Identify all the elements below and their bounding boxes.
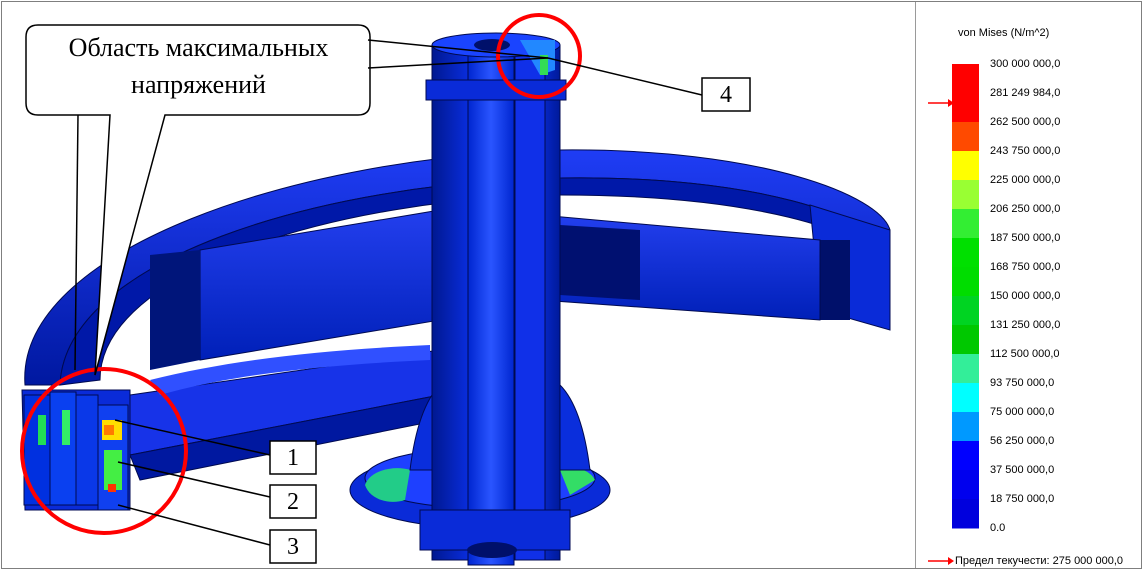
legend-title: von Mises (N/m^2) [958, 27, 1050, 39]
shaft-keyway [514, 54, 546, 561]
leader-2 [117, 461, 271, 498]
hotspot-red [108, 484, 116, 492]
legend-band [952, 470, 979, 500]
shaft-bottom-hole [467, 542, 517, 558]
shaft-bore [467, 49, 515, 566]
legend-tick-label: 262 500 000,0 [990, 116, 1061, 128]
highlight-circle-left [20, 367, 188, 535]
highlight-circle-top [496, 13, 582, 99]
legend-tick-label: 56 250 000,0 [990, 435, 1055, 447]
legend-band [952, 383, 979, 413]
leader-4b [367, 57, 549, 69]
legend-band [952, 325, 979, 355]
stress-model-view [20, 13, 891, 566]
segment-b [49, 391, 77, 506]
marker-box-1 [269, 440, 317, 475]
callout-bubble [25, 24, 371, 376]
hotspot-green-3 [104, 450, 122, 490]
legend-tick-label: 187 500 000,0 [990, 232, 1061, 244]
legend-band [952, 238, 979, 268]
segment-a [23, 394, 51, 506]
hotspot-green-2 [62, 410, 70, 445]
legend-divider [915, 2, 916, 568]
legend-colorbar [952, 64, 979, 529]
marker-box-3 [269, 529, 317, 564]
legend-band [952, 93, 979, 123]
legend-band [952, 499, 979, 529]
leader-3 [117, 504, 271, 546]
shaft-top-hole [474, 39, 510, 51]
hotspot-green-1 [38, 415, 46, 445]
legend-tick-label: 206 250 000,0 [990, 203, 1061, 215]
marker-3: 3 [287, 534, 299, 560]
callout-pointer-2 [74, 114, 79, 371]
legend-band [952, 151, 979, 181]
leader-4 [547, 57, 703, 96]
flange-stress-left [365, 468, 410, 502]
segment-c [75, 394, 99, 506]
legend-tick-label: 37 500 000,0 [990, 464, 1055, 476]
legend-tick-label: 131 250 000,0 [990, 319, 1061, 331]
legend-tick-label: 168 750 000,0 [990, 261, 1061, 273]
flange-stress-right [560, 468, 595, 495]
legend-band [952, 296, 979, 326]
yield-note-arrow-icon [928, 557, 954, 565]
beam-back-face [150, 250, 200, 370]
radial-beams [129, 209, 821, 481]
legend-band [952, 122, 979, 152]
legend-band [952, 267, 979, 297]
shaft-top-stress-green [540, 55, 548, 75]
marker-4: 4 [720, 82, 732, 108]
beam-arc [150, 345, 430, 395]
legend-band [952, 441, 979, 471]
legend-tick-label: 281 249 984,0 [990, 87, 1061, 99]
marker-box-4 [701, 77, 751, 112]
legend-band [952, 64, 979, 94]
legend-band [952, 180, 979, 210]
legend-tick-label: 243 750 000,0 [990, 145, 1061, 157]
marker-1: 1 [287, 445, 299, 471]
legend-tick-label: 112 500 000,0 [990, 348, 1060, 360]
beam-right-inner [560, 225, 640, 300]
legend-tick-label: 225 000 000,0 [990, 174, 1061, 186]
stressed-segments [23, 391, 129, 511]
hotspot-orange [104, 425, 114, 435]
legend-band [952, 354, 979, 384]
yield-note: Предел текучести: 275 000 000,0 [955, 555, 1124, 567]
leader-4a [367, 39, 549, 59]
legend-tick-label: 150 000 000,0 [990, 290, 1061, 302]
ring-right-slot [820, 240, 850, 320]
leader-1 [114, 419, 271, 456]
marker-box-2 [269, 484, 317, 519]
legend-tick-label: 0.0 [990, 522, 1006, 534]
callout-line-2: напряжений [131, 70, 266, 99]
legend-band [952, 412, 979, 442]
legend-tick-label: 93 750 000,0 [990, 377, 1055, 389]
legend-tick-label: 18 750 000,0 [990, 493, 1055, 505]
legend-tick-label: 75 000 000,0 [990, 406, 1055, 418]
callout-line-1: Область максимальных [68, 33, 329, 62]
legend-tick-label: 300 000 000,0 [990, 58, 1061, 70]
yield-arrow-icon [928, 99, 954, 107]
marker-2: 2 [287, 489, 299, 515]
legend-band [952, 209, 979, 239]
central-shaft [419, 32, 571, 566]
